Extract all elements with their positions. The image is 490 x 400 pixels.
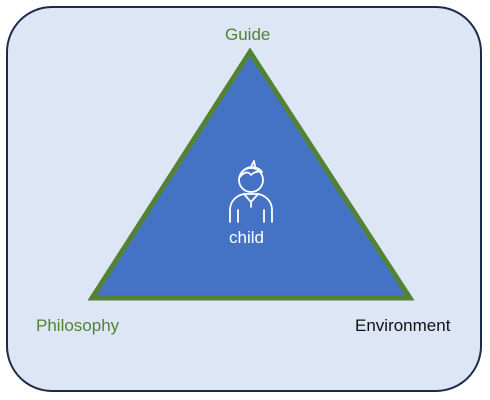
vertex-label-philosophy: Philosophy (36, 316, 120, 335)
center-label: child (229, 228, 264, 247)
vertex-label-guide: Guide (225, 25, 271, 44)
child-person-icon (229, 160, 273, 223)
vertex-label-environment: Environment (355, 316, 451, 335)
